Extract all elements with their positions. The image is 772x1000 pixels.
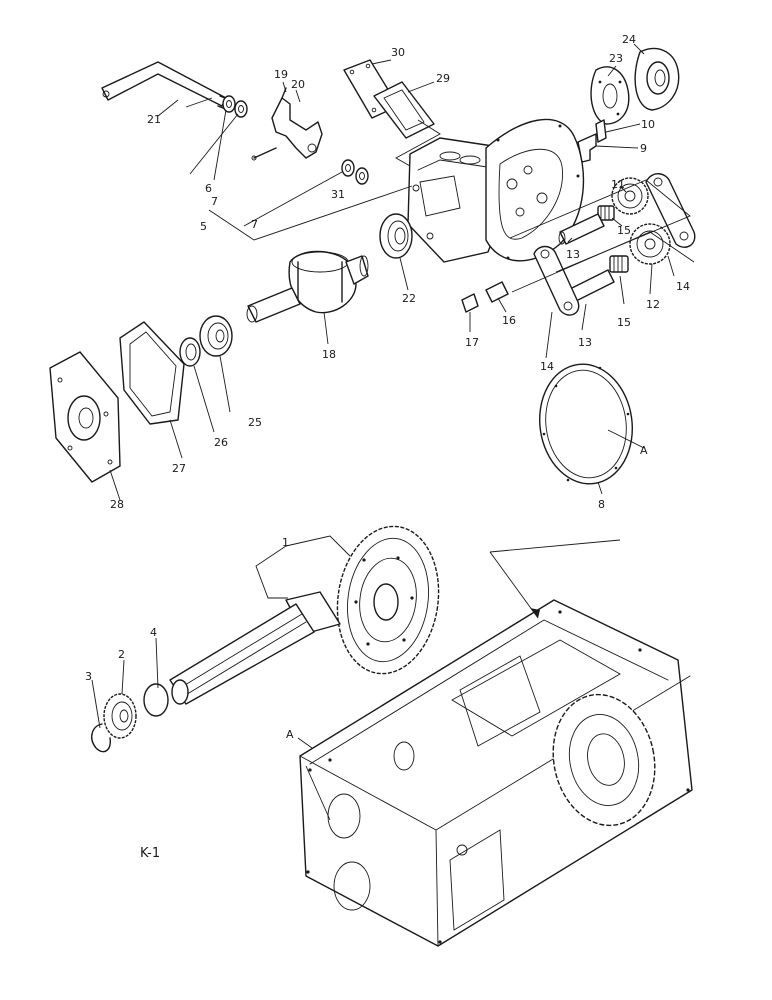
part-25-bearing bbox=[199, 315, 233, 357]
figure-label: K-1 bbox=[140, 846, 160, 861]
callout-3: 3 bbox=[85, 670, 92, 683]
callout-14-a: 14 bbox=[676, 280, 690, 293]
callout-5: 5 bbox=[200, 220, 207, 233]
part-6-bushing bbox=[222, 95, 236, 113]
callout-22: 22 bbox=[402, 292, 416, 305]
part-26-seal bbox=[179, 337, 201, 367]
bracket-lines-top bbox=[395, 119, 441, 167]
part-29-gasket bbox=[373, 81, 435, 139]
part-10-bracket bbox=[595, 119, 607, 143]
callout-16: 16 bbox=[502, 314, 516, 327]
callout-18: 18 bbox=[322, 348, 336, 361]
part-9-bracket bbox=[577, 133, 597, 163]
part-18-differential bbox=[246, 250, 369, 323]
callout-25: 25 bbox=[248, 416, 262, 429]
callout-6: 6 bbox=[205, 182, 212, 195]
callout-2: 2 bbox=[118, 648, 125, 661]
callout-9: 9 bbox=[640, 142, 647, 155]
part-12-gear-lower bbox=[629, 223, 671, 265]
idler-frame-lower bbox=[511, 231, 695, 293]
part-15-needle-bearing-upper bbox=[597, 205, 615, 221]
part-15-needle-bearing-lower bbox=[609, 255, 629, 273]
part-23-seal-plate bbox=[590, 66, 630, 125]
part-17-block bbox=[461, 293, 479, 313]
callout-10: 10 bbox=[641, 118, 655, 131]
part-19-pin bbox=[251, 147, 277, 161]
leader-lines bbox=[91, 43, 675, 821]
part-1-bevel-gear-shaft bbox=[143, 525, 440, 717]
callout-17: 17 bbox=[465, 336, 479, 349]
callout-19: 19 bbox=[274, 68, 288, 81]
callout-27: 27 bbox=[172, 462, 186, 475]
part-14-link-upper bbox=[645, 173, 696, 248]
callout-30: 30 bbox=[391, 46, 405, 59]
callout-8: 8 bbox=[598, 498, 605, 511]
part-22-bearing bbox=[379, 213, 413, 259]
part-8-gasket-ring bbox=[538, 363, 634, 485]
callout-20: 20 bbox=[291, 78, 305, 91]
arrowhead-case bbox=[530, 608, 540, 618]
callout-28: 28 bbox=[110, 498, 124, 511]
part-7-bushing bbox=[234, 100, 248, 118]
callout-26: 26 bbox=[214, 436, 228, 449]
part-28-end-cover bbox=[49, 351, 121, 483]
part-24-bearing-cap bbox=[634, 47, 680, 111]
callout-A-gasket: A bbox=[640, 444, 648, 457]
callout-15-a: 15 bbox=[617, 224, 631, 237]
callout-13-a: 13 bbox=[566, 248, 580, 261]
callout-7-b: 7 bbox=[251, 218, 258, 231]
part-21-lever bbox=[101, 61, 231, 111]
main-transmission-case bbox=[299, 599, 693, 947]
callout-labels: 21 6 7 5 7 19 20 31 30 29 23 24 10 9 11 … bbox=[85, 33, 690, 741]
part-16-block bbox=[485, 281, 509, 303]
callout-31: 31 bbox=[331, 188, 345, 201]
callout-13-b: 13 bbox=[578, 336, 592, 349]
callout-24: 24 bbox=[622, 33, 636, 46]
callout-12: 12 bbox=[646, 298, 660, 311]
callout-21: 21 bbox=[147, 113, 161, 126]
callout-A-case: A bbox=[286, 728, 294, 741]
part-14-link-lower bbox=[533, 245, 580, 316]
part-2-pinion-gear bbox=[103, 693, 137, 739]
part-31-rings bbox=[341, 159, 369, 185]
part-13-shaft-upper bbox=[558, 213, 605, 245]
callout-7-a: 7 bbox=[211, 195, 218, 208]
part-27-gasket bbox=[119, 321, 185, 425]
callout-1: 1 bbox=[282, 536, 289, 549]
callout-11: 11 bbox=[611, 178, 625, 191]
callout-15-b: 15 bbox=[617, 316, 631, 329]
part-3-snap-ring bbox=[91, 723, 111, 753]
callout-29: 29 bbox=[436, 72, 450, 85]
callout-4: 4 bbox=[150, 626, 157, 639]
part-20-shift-fork bbox=[271, 87, 323, 159]
flange-plate bbox=[485, 118, 585, 262]
callout-14-b: 14 bbox=[540, 360, 554, 373]
callout-23: 23 bbox=[609, 52, 623, 65]
